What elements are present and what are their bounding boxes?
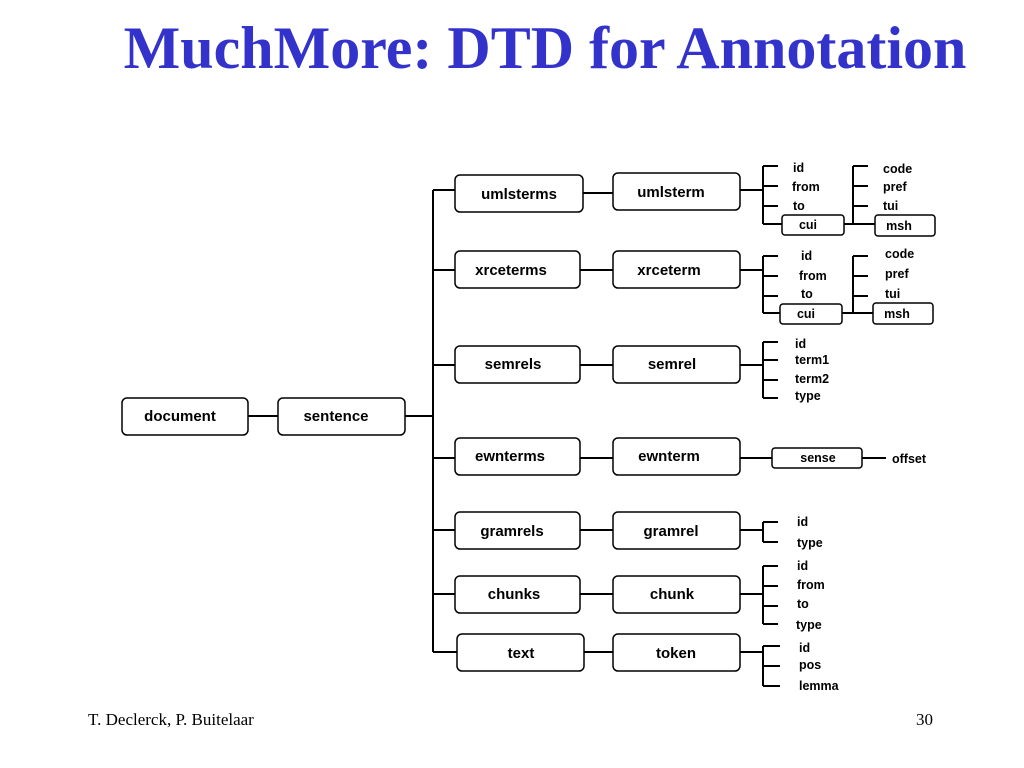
node-gramrel: gramrel — [612, 511, 741, 550]
attribute-label: id — [793, 161, 804, 175]
attribute-label: offset — [892, 452, 927, 466]
semrel-attributes: id term1 term2 type — [795, 337, 829, 403]
node-umlsterm-label: umlsterm — [637, 184, 705, 201]
attribute-label: type — [796, 618, 822, 632]
attribute-label: from — [799, 269, 827, 283]
attribute-label: term2 — [795, 372, 829, 386]
attribute-label: lemma — [799, 679, 840, 693]
node-xrce-cui: cui — [779, 303, 843, 325]
node-xrceterms-label: xrceterms — [475, 262, 547, 279]
node-ewnterm-label: ewnterm — [638, 448, 700, 465]
node-text-label: text — [508, 645, 535, 662]
node-xrce-msh-label: msh — [884, 307, 910, 321]
attribute-label: code — [885, 247, 914, 261]
node-umls-msh: msh — [874, 214, 936, 237]
attribute-label: to — [801, 287, 813, 301]
node-xrceterm: xrceterm — [612, 250, 741, 289]
attribute-label: from — [797, 578, 825, 592]
node-token-label: token — [656, 645, 696, 662]
attribute-label: code — [883, 162, 912, 176]
attribute-label: id — [799, 641, 810, 655]
node-semrel-label: semrel — [648, 356, 696, 373]
node-semrels-label: semrels — [485, 356, 542, 373]
umlsterm-attributes: id from to — [792, 161, 820, 213]
attribute-label: pref — [885, 267, 909, 281]
xrce-cui-attributes: code pref tui — [885, 247, 914, 301]
attribute-label: id — [801, 249, 812, 263]
node-umlsterm: umlsterm — [612, 172, 741, 211]
attribute-label: id — [797, 559, 808, 573]
page-number: 30 — [916, 710, 933, 729]
node-chunks: chunks — [454, 575, 581, 614]
attribute-label: tui — [885, 287, 900, 301]
attribute-label: id — [795, 337, 806, 351]
attribute-label: type — [797, 536, 823, 550]
node-umls-cui-label: cui — [799, 218, 817, 232]
node-semrel: semrel — [612, 345, 741, 384]
node-ewnterms-label: ewnterms — [475, 448, 545, 465]
attribute-label: pos — [799, 658, 821, 672]
node-xrceterm-label: xrceterm — [637, 262, 700, 279]
node-gramrel-label: gramrel — [643, 523, 698, 540]
node-xrce-msh: msh — [872, 302, 934, 325]
attribute-label: type — [795, 389, 821, 403]
node-sentence-label: sentence — [303, 408, 368, 425]
attribute-label: from — [792, 180, 820, 194]
node-text: text — [456, 633, 585, 672]
node-xrceterms: xrceterms — [454, 250, 581, 289]
attribute-label: pref — [883, 180, 907, 194]
node-sense: sense — [771, 447, 863, 469]
node-token: token — [612, 633, 741, 672]
node-semrels: semrels — [454, 345, 581, 384]
node-ewnterm: ewnterm — [612, 437, 741, 476]
node-sentence: sentence — [277, 397, 406, 436]
node-document: document — [121, 397, 249, 436]
node-gramrels-label: gramrels — [480, 523, 543, 540]
node-gramrels: gramrels — [454, 511, 581, 550]
node-umlsterms: umlsterms — [454, 174, 584, 213]
node-chunk-label: chunk — [650, 586, 695, 603]
node-document-label: document — [144, 408, 216, 425]
node-umlsterms-label: umlsterms — [481, 186, 557, 203]
node-chunks-label: chunks — [488, 586, 541, 603]
attribute-label: tui — [883, 199, 898, 213]
sense-attributes: offset — [892, 452, 927, 466]
xrceterm-attributes: id from to — [799, 249, 827, 301]
node-xrce-cui-label: cui — [797, 307, 815, 321]
umls-cui-attributes: code pref tui — [883, 162, 912, 213]
node-ewnterms: ewnterms — [454, 437, 581, 476]
footer-authors: T. Declerck, P. Buitelaar — [88, 710, 254, 729]
slide-title: MuchMore: DTD for Annotation — [123, 15, 967, 81]
node-sense-label: sense — [800, 451, 835, 465]
node-umls-cui: cui — [781, 214, 845, 236]
node-umls-msh-label: msh — [886, 219, 912, 233]
attribute-label: to — [797, 597, 809, 611]
token-attributes: id pos lemma — [799, 641, 840, 693]
chunk-attributes: id from to type — [796, 559, 825, 632]
attribute-label: id — [797, 515, 808, 529]
gramrel-attributes: id type — [797, 515, 823, 550]
attribute-label: to — [793, 199, 805, 213]
attribute-label: term1 — [795, 353, 829, 367]
tree-connectors — [248, 165, 886, 687]
node-chunk: chunk — [612, 575, 741, 614]
